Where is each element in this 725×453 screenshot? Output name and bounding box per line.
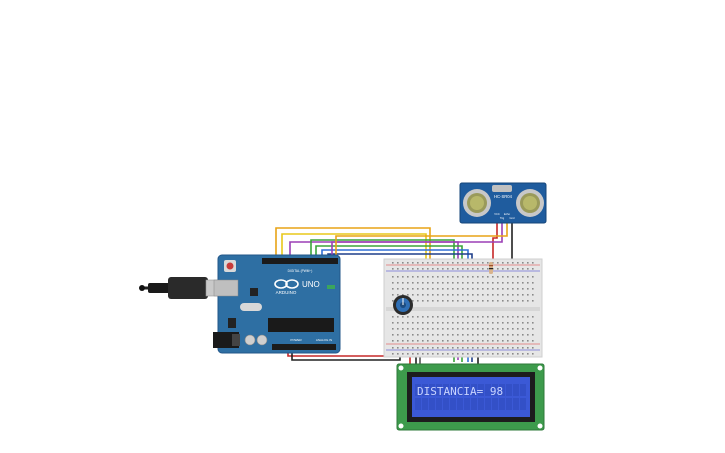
sensor-pin-echo: Echo [504,212,510,216]
wire-sensor-trig[interactable] [331,222,503,262]
ultrasonic-sensor[interactable]: HC-SR04 VCC Trig Echo Gnd [459,182,547,224]
arduino-power-label: POWER [290,338,302,342]
arduino-brand-text: ARDUINO [276,290,297,295]
sensor-pin-gnd: Gnd [510,216,515,220]
sensor-label: HC-SR04 [494,194,513,199]
lcd-text: DISTANCIA= 98 [417,385,503,398]
lcd-cell-grid [415,384,526,410]
breadboard-holes [392,262,534,355]
wire-sensor-vcc[interactable] [492,222,498,268]
arduino-analog-label: ANALOG IN [316,338,332,342]
resistor [489,262,493,274]
potentiometer[interactable] [393,295,413,315]
wire-sensor-echo[interactable] [335,222,508,262]
lcd-display[interactable]: DISTANCIA= 98 [396,363,545,431]
arduino-board[interactable]: ARDUINO UNO DIGITAL (PWM~) POWER ANALOG … [213,254,341,354]
arduino-digital-label: DIGITAL (PWM~) [288,269,313,273]
arduino-model-text: UNO [302,280,320,289]
sensor-pin-trig: Trig [500,216,505,220]
sensor-pin-vcc: VCC [494,212,500,216]
